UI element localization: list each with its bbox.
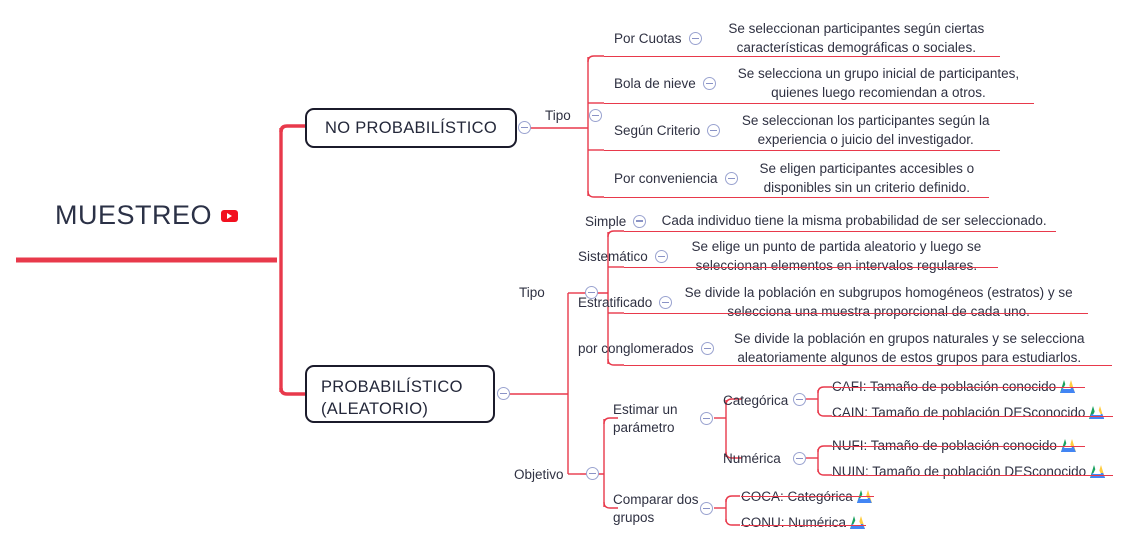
leaf-nuin-text: NUIN: Tamaño de población DESconocido [832,464,1087,479]
underline-segun-criterio [604,150,1000,152]
toggle-estimar-parametro[interactable] [700,412,713,425]
leaf-bola-de-nieve-title: Bola de nieve [614,76,696,92]
type-categorica[interactable]: Categórica [723,392,788,410]
branch-no-probabilistico-label: NO PROBABILÍSTICO [325,118,497,137]
leaf-bola-de-nieve-desc: Se selecciona un grupo inicial de partic… [737,66,1020,100]
root-label: MUESTREO [55,200,213,230]
underline-cafi [832,387,1085,389]
leaf-segun-criterio-desc: Se seleccionan los participantes según l… [741,113,990,147]
underline-por-conglomerados [624,365,1112,367]
leaf-cafi[interactable]: CAFI: Tamaño de población conocido [832,378,1076,397]
toggle-no-probabilistico[interactable] [518,121,531,134]
leaf-estratificado-desc: Se divide la población en subgrupos homo… [684,285,1073,319]
leaf-segun-criterio[interactable]: Según Criterio Se seleccionan los partic… [614,112,1004,149]
branch-probabilistico[interactable]: PROBABILÍSTICO (ALEATORIO) [305,365,495,423]
underline-conu [741,525,866,527]
toggle-sistematico[interactable] [654,250,668,264]
leaf-nufi-text: NUFI: Tamaño de población conocido [832,438,1057,453]
toggle-simple[interactable] [633,214,647,228]
type-numerica[interactable]: Numérica [723,450,781,468]
toggle-tipo-no-prob[interactable] [589,109,602,122]
toggle-por-conveniencia[interactable] [724,172,738,186]
leaf-conu[interactable]: CONU: Numérica [741,514,866,533]
subgroup-estimar-parametro-line2: parámetro [613,419,675,435]
group-tipo-no-prob[interactable]: Tipo [545,107,571,125]
group-objetivo[interactable]: Objetivo [514,466,564,484]
leaf-por-conglomerados[interactable]: por conglomerados Se divide la población… [578,330,1098,367]
branch-probabilistico-label-line1: PROBABILÍSTICO [321,378,463,396]
leaf-por-conglomerados-desc: Se divide la población en grupos natural… [734,331,1085,365]
leaf-cain[interactable]: CAIN: Tamaño de población DESconocido [832,404,1105,423]
toggle-numerica[interactable] [793,452,806,465]
leaf-estratificado[interactable]: Estratificado Se divide la población en … [578,284,1078,321]
group-tipo-prob-label: Tipo [519,285,545,300]
group-objetivo-label: Objetivo [514,467,564,482]
leaf-segun-criterio-title: Según Criterio [614,123,701,139]
leaf-sistematico-desc: Se elige un punto de partida aleatorio y… [691,239,982,273]
leaf-sistematico-title: Sistemático [578,249,648,265]
leaf-bola-de-nieve[interactable]: Bola de nieve Se selecciona un grupo ini… [614,65,1034,102]
underline-cain [832,416,1113,418]
underline-nuin [832,475,1113,477]
toggle-categorica[interactable] [793,393,806,406]
subgroup-comparar-grupos[interactable]: Comparar dos grupos [613,491,713,527]
underline-sistematico [624,267,998,269]
toggle-estratificado[interactable] [659,296,673,310]
underline-por-conveniencia [604,197,989,199]
leaf-conu-text: CONU: Numérica [741,515,847,530]
toggle-comparar-grupos[interactable] [700,502,713,515]
underline-estratificado [624,313,1088,315]
toggle-bola-de-nieve[interactable] [702,77,716,91]
type-numerica-label: Numérica [723,451,781,466]
toggle-probabilistico[interactable] [497,387,510,400]
leaf-estratificado-title: Estratificado [578,295,653,311]
underline-nufi [832,446,1085,448]
leaf-cain-text: CAIN: Tamaño de población DESconocido [832,405,1086,420]
underline-simple [624,231,1056,233]
leaf-nufi[interactable]: NUFI: Tamaño de población conocido [832,437,1076,456]
toggle-objetivo[interactable] [586,467,599,480]
leaf-por-cuotas[interactable]: Por Cuotas Se seleccionan participantes … [614,20,1004,57]
leaf-simple-title: Simple [585,213,627,229]
leaf-por-conveniencia-title: Por conveniencia [614,171,718,187]
group-tipo-prob[interactable]: Tipo [519,284,545,302]
type-categorica-label: Categórica [723,393,789,408]
subgroup-estimar-parametro-line1: Estimar un [613,402,678,417]
leaf-por-conglomerados-title: por conglomerados [578,341,694,357]
root-node[interactable]: MUESTREO [55,200,239,231]
branch-probabilistico-label-line2: (ALEATORIO) [321,400,429,419]
toggle-segun-criterio[interactable] [707,124,721,138]
leaf-por-cuotas-title: Por Cuotas [614,31,682,47]
leaf-por-conveniencia-desc: Se eligen participantes accesibles o dis… [759,161,975,195]
leaf-sistematico[interactable]: Sistemático Se elige un punto de partida… [578,238,998,275]
branch-no-probabilistico[interactable]: NO PROBABILÍSTICO [305,108,517,148]
leaf-simple[interactable]: Simple Cada individuo tiene la misma pro… [585,212,1055,231]
toggle-por-cuotas[interactable] [688,32,702,46]
leaf-por-cuotas-desc: Se seleccionan participantes según ciert… [728,21,985,55]
google-drive-icon[interactable] [1060,439,1076,452]
subgroup-comparar-grupos-line2: grupos [613,509,655,525]
underline-bola-de-nieve [604,103,1034,105]
toggle-por-conglomerados[interactable] [700,342,714,356]
leaf-simple-desc: Cada individuo tiene la misma probabilid… [661,213,1047,228]
subgroup-estimar-parametro[interactable]: Estimar un parámetro [613,401,713,437]
leaf-cafi-text: CAFI: Tamaño de población conocido [832,379,1056,394]
underline-coca [741,496,874,498]
leaf-nuin[interactable]: NUIN: Tamaño de población DESconocido [832,463,1106,482]
toggle-tipo-prob[interactable] [585,286,598,299]
underline-por-cuotas [604,56,1000,58]
google-drive-icon[interactable] [1060,380,1076,393]
google-drive-icon[interactable] [850,516,866,529]
youtube-icon[interactable] [221,209,239,222]
group-tipo-no-prob-label: Tipo [545,108,571,123]
leaf-por-conveniencia[interactable]: Por conveniencia Se eligen participantes… [614,160,989,197]
subgroup-comparar-grupos-line1: Comparar dos [613,492,699,507]
